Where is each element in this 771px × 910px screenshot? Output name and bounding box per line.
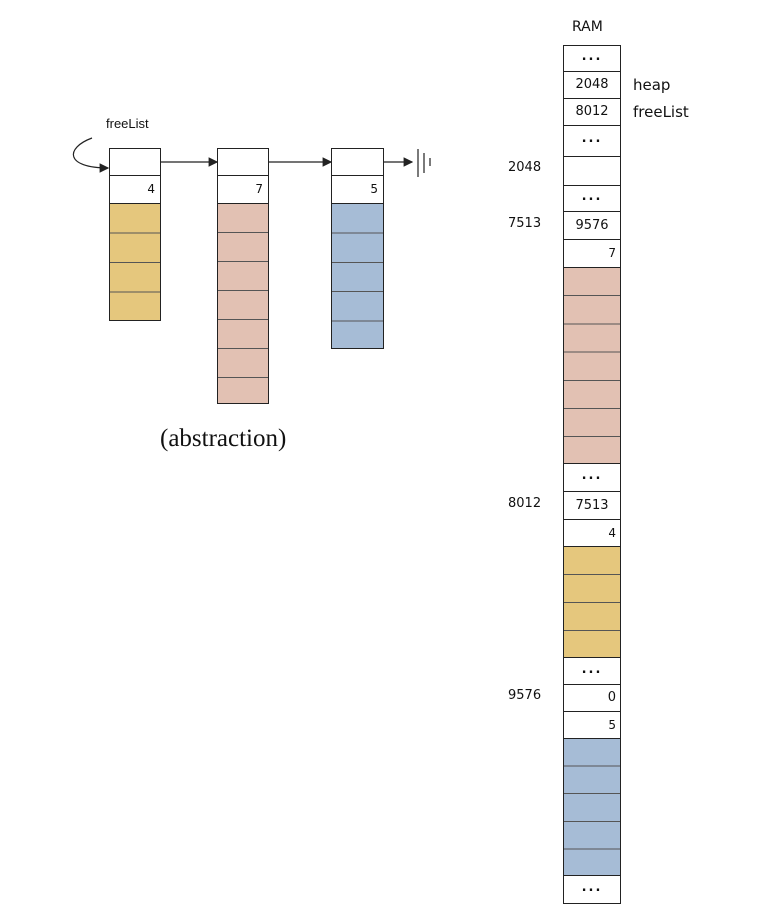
abstraction-caption: (abstraction) [160, 425, 287, 452]
ram-payload-9576 [563, 738, 621, 876]
block-size-cell: 5 [331, 175, 384, 204]
ram-next-cell-8012: 7513 [563, 491, 621, 520]
null-ground-icon [417, 149, 431, 177]
ram-payload-8012 [563, 546, 621, 658]
block-payload [331, 203, 384, 349]
address-8012: 8012 [508, 496, 542, 511]
ram-size-cell-8012: 4 [563, 519, 621, 547]
ram-next-cell-7513: 9576 [563, 211, 621, 240]
block-size-cell: 4 [109, 175, 161, 204]
ram-size-cell-9576: 5 [563, 711, 621, 739]
ram-ellipsis-cell: ... [563, 875, 621, 904]
ram-ellipsis-cell: ... [563, 463, 621, 492]
block-size-value: 7 [255, 182, 263, 196]
block-payload [109, 203, 161, 321]
ram-payload-7513 [563, 267, 621, 464]
freelist-pointer-label: freeList [106, 116, 149, 131]
block-next-cell [331, 148, 384, 176]
ram-ellipsis-cell: ... [563, 185, 621, 212]
heap-label: heap [633, 76, 671, 94]
ram-ellipsis-cell: ... [563, 45, 621, 72]
address-7513: 7513 [508, 216, 542, 231]
block-payload [217, 203, 269, 404]
ram-size-cell-7513: 7 [563, 239, 621, 268]
freelist-curve-arrow [72, 137, 110, 173]
ram-freelist-cell: 8012 [563, 98, 621, 126]
block-size-value: 4 [147, 182, 155, 196]
freelist-label: freeList [633, 103, 689, 121]
ram-title: RAM [572, 19, 603, 35]
ram-heap-start-cell [563, 156, 621, 186]
block-size-cell: 7 [217, 175, 269, 204]
block-next-cell [109, 148, 161, 176]
ram-ellipsis-cell: ... [563, 125, 621, 157]
ram-heap-cell: 2048 [563, 71, 621, 99]
address-2048: 2048 [508, 160, 542, 175]
ram-ellipsis-cell: ... [563, 657, 621, 685]
block-size-value: 5 [370, 182, 378, 196]
block-next-cell [217, 148, 269, 176]
address-9576: 9576 [508, 688, 542, 703]
ram-next-cell-9576: 0 [563, 684, 621, 712]
